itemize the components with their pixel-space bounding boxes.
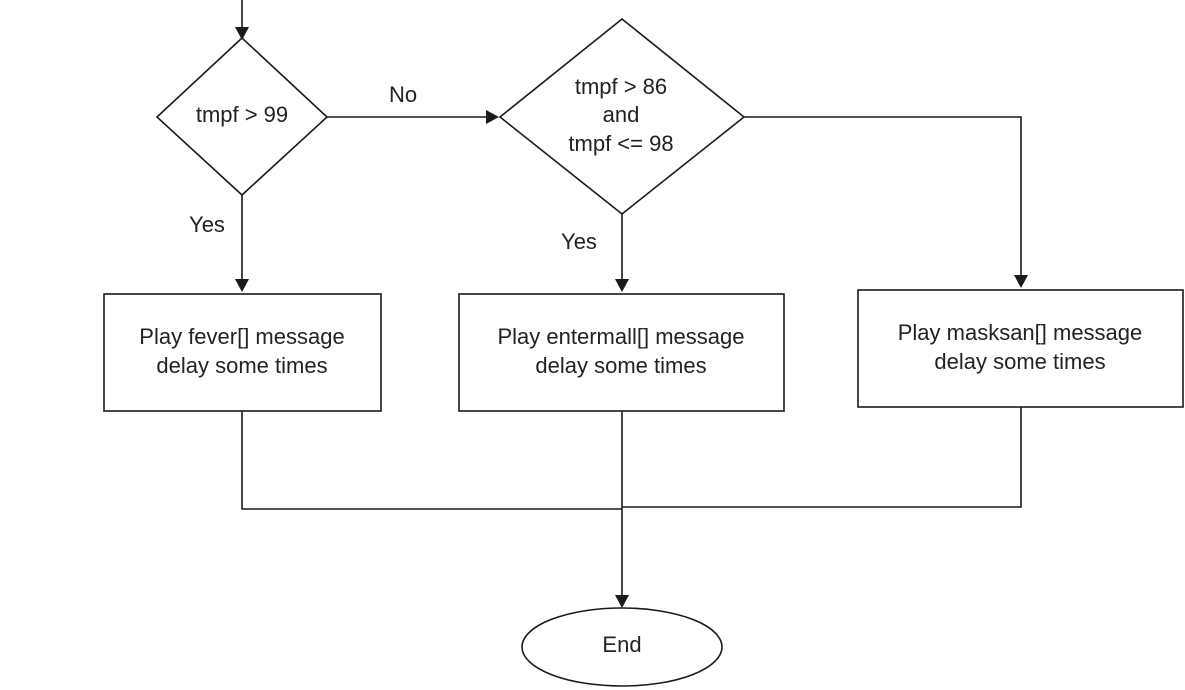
edge-yes-entermall-arrowhead [615,279,629,292]
process-masksan-line-2: delay some times [934,349,1105,374]
edge-to-end-arrowhead [615,595,629,608]
edge-yes-fever-label: Yes [189,212,225,237]
process-fever-line-1: Play fever[] message [139,324,344,349]
edge-no-label: No [389,82,417,107]
merge-edge-fever [241,411,622,510]
edge-no-arrowhead [486,110,499,124]
decision-tmpf-range-line-3: tmpf <= 98 [568,131,673,156]
edge-yes-fever-arrowhead [235,279,249,292]
edge-yes-entermall-label: Yes [561,229,597,254]
decision-tmpf-gt-99-label: tmpf > 99 [196,102,288,127]
process-fever [103,293,382,412]
incoming-arrowhead [235,27,249,40]
decision-tmpf-range-line-1: tmpf > 86 [575,74,667,99]
edge-else-masksan-arrowhead [1014,275,1028,288]
edge-else-masksan [744,116,1022,278]
terminator-end-label: End [602,632,641,657]
process-entermall-line-1: Play entermall[] message [498,324,745,349]
process-entermall-line-2: delay some times [535,353,706,378]
merge-edge-masksan [622,407,1022,508]
process-masksan-line-1: Play masksan[] message [898,320,1143,345]
process-fever-line-2: delay some times [156,353,327,378]
terminator-end [521,607,723,687]
decision-tmpf-range-line-2: and [603,102,640,127]
